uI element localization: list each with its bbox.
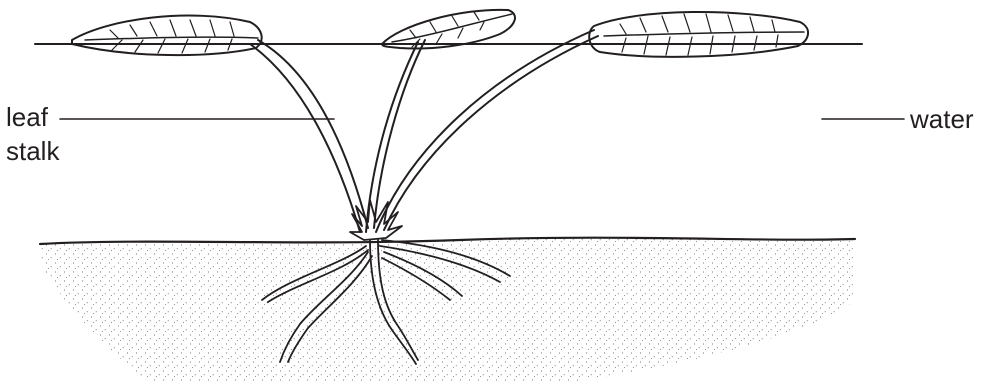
- water-label: water: [910, 104, 974, 134]
- leaf-stalk-label-line-2: stalk: [6, 136, 59, 166]
- leaf-stalk-label-line-1: leaf: [6, 102, 59, 132]
- leaf-stalk-label: leaf stalk: [6, 102, 59, 166]
- floating-leaves: [72, 10, 808, 57]
- leaf-middle: [382, 10, 515, 49]
- leaf-left: [72, 16, 262, 56]
- leaf-right: [589, 12, 808, 57]
- sediment-area: [0, 230, 992, 383]
- leaf-stalks: [250, 30, 598, 232]
